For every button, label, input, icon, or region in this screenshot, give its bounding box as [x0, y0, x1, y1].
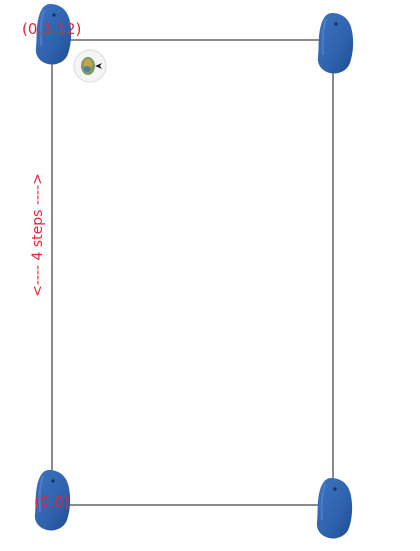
corner-coordinate-origin: (0,0) — [34, 493, 70, 511]
user-position-marker[interactable] — [73, 49, 109, 83]
beacon-icon — [316, 12, 355, 75]
beacon-icon — [315, 477, 354, 540]
beacon-bottom-right[interactable] — [315, 477, 354, 540]
user-location-icon — [73, 49, 107, 83]
distance-steps-label: <---- 4 steps ----> — [30, 173, 46, 297]
beacon-top-right[interactable] — [316, 12, 355, 75]
room-boundary — [51, 39, 334, 506]
corner-coordinate-top: (0,3.12) — [22, 20, 82, 38]
